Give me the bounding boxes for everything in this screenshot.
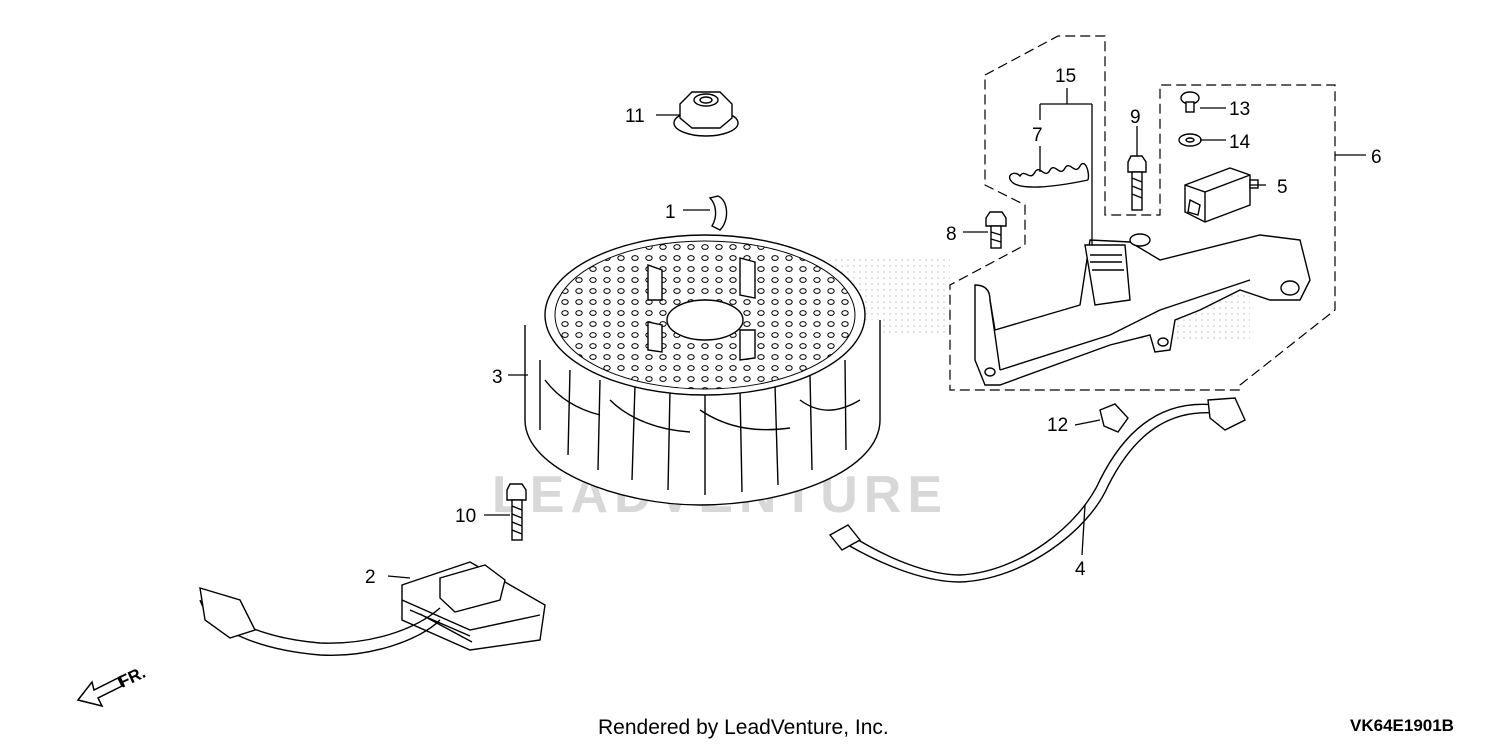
bolt-part-10 [506, 483, 527, 541]
bolt-part-9 [1127, 155, 1147, 211]
ignition-coil-part-2 [199, 561, 546, 657]
callout-7: 7 [1032, 125, 1043, 146]
flywheel-part-3 [524, 234, 881, 506]
screw-part-13 [1180, 91, 1200, 113]
callout-14: 14 [1229, 132, 1251, 153]
callout-2: 2 [365, 567, 376, 588]
woodruff-key-part-1 [708, 195, 728, 231]
callout-1: 1 [665, 202, 676, 223]
callout-4: 4 [1075, 559, 1086, 580]
callout-9: 9 [1130, 107, 1141, 128]
wire-harness-part-4 [828, 397, 1246, 583]
callout-12: 12 [1047, 415, 1068, 436]
washer-part-14 [1178, 133, 1202, 147]
front-direction-arrow: FR. [76, 663, 149, 708]
callout-labels: 1 2 3 4 5 6 7 8 9 10 11 12 13 14 15 [365, 66, 1382, 588]
callout-10: 10 [455, 506, 476, 527]
spring-part-7 [1008, 162, 1090, 188]
callout-3: 3 [492, 367, 503, 388]
stop-switch-part-5 [1184, 167, 1259, 223]
callout-6: 6 [1371, 147, 1382, 168]
callout-13: 13 [1229, 99, 1250, 120]
flange-nut-part-11 [673, 91, 739, 137]
footer-credit: Rendered by LeadVenture, Inc. [598, 716, 889, 739]
bracket-assembly-part-6 [974, 233, 1311, 386]
leader-lines [387, 88, 1366, 579]
clip-part-12 [1099, 403, 1129, 433]
callout-5: 5 [1277, 177, 1288, 198]
callout-11: 11 [625, 106, 645, 127]
bolt-part-8 [985, 211, 1007, 249]
diagram-code: VK64E1901B [1350, 716, 1454, 735]
callout-8: 8 [946, 224, 957, 245]
callout-15: 15 [1055, 66, 1076, 87]
group-box-15 [949, 35, 1336, 391]
